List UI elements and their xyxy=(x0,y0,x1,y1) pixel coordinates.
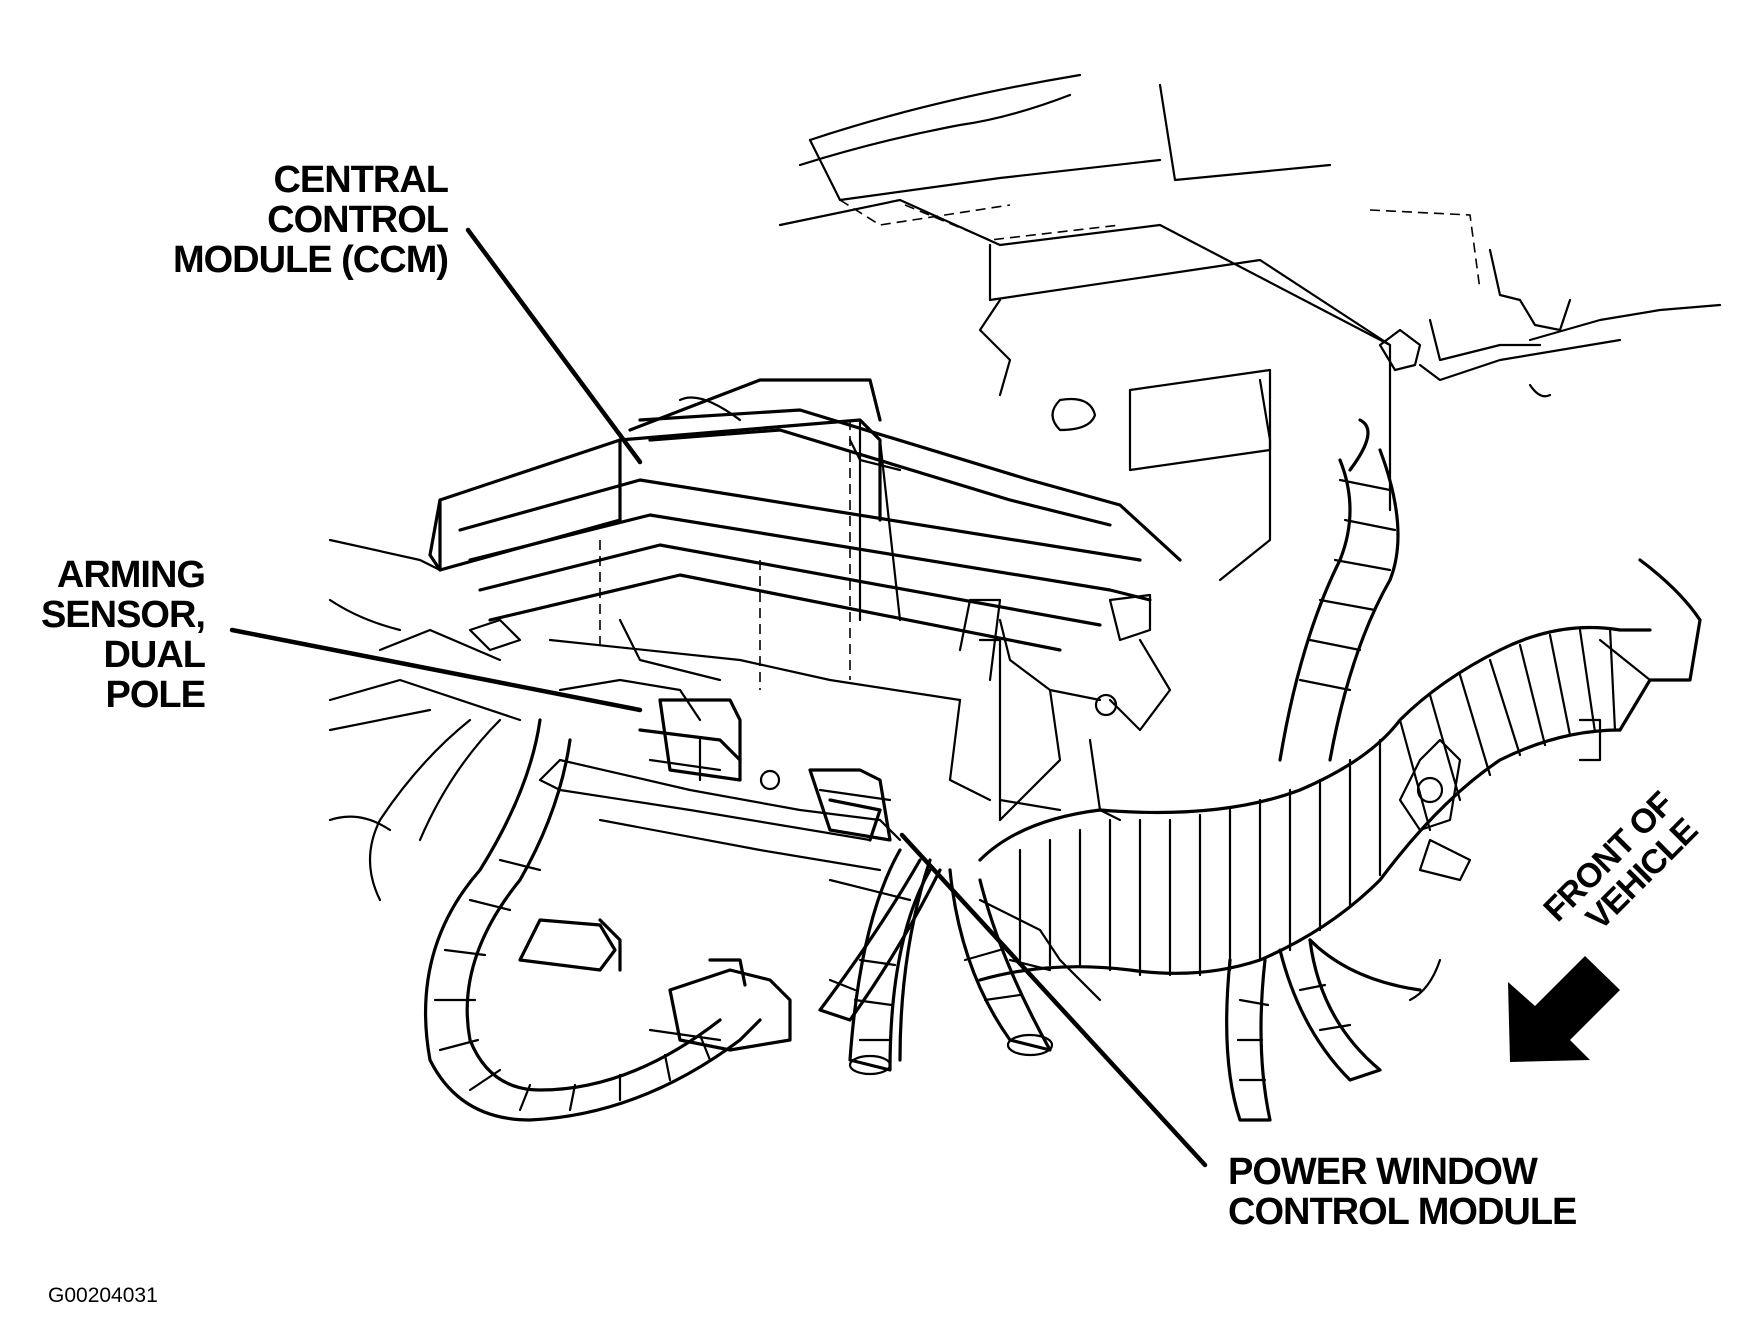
front-of-vehicle-arrow xyxy=(1508,956,1620,1062)
ccm-tray xyxy=(428,378,1182,822)
ccm-label: CENTRAL CONTROL MODULE (CCM) xyxy=(128,159,449,281)
ccm-label-line2: CONTROL xyxy=(267,199,449,241)
pwcm-label-line2: CONTROL MODULE xyxy=(1228,1191,1577,1233)
arming-sensor-label-line1: ARMING xyxy=(56,554,206,596)
arming-sensor-connector xyxy=(638,698,781,791)
pwcm-label-line1: POWER WINDOW xyxy=(1228,1151,1538,1193)
dashboard-outline xyxy=(778,73,1722,582)
left-harness xyxy=(328,718,792,1122)
pwcm-leader xyxy=(899,832,1208,1168)
right-harness xyxy=(978,418,1702,1122)
arming-sensor-label: ARMING SENSOR, DUAL POLE xyxy=(20,554,206,716)
pwcm-label: POWER WINDOW CONTROL MODULE xyxy=(1228,1152,1648,1232)
ccm-leader xyxy=(465,227,643,465)
ccm-label-line3: MODULE (CCM) xyxy=(172,239,449,281)
arming-sensor-label-line4: POLE xyxy=(105,674,206,716)
ccm-label-line1: CENTRAL xyxy=(273,159,449,201)
pwcm-connector xyxy=(808,768,892,842)
figure-code: G00204031 xyxy=(48,1284,158,1307)
center-wires xyxy=(818,848,1054,1076)
arming-sensor-leader xyxy=(229,627,643,713)
arming-sensor-label-line3: DUAL xyxy=(103,634,206,676)
leader-lines xyxy=(229,227,1208,1168)
arming-sensor-label-line2: SENSOR, xyxy=(40,594,206,636)
